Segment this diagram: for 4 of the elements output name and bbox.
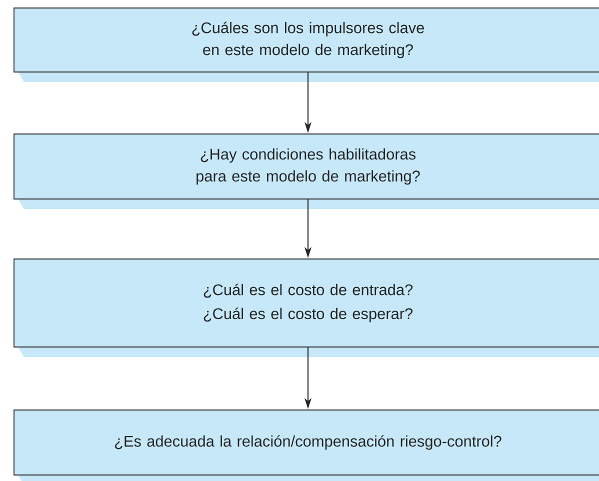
process-box: ¿Es adecuada la relación/compensación riesgo-control?: [14, 410, 599, 481]
process-box: ¿Cuáles son los impulsores clave en este modelo de marketing?: [14, 8, 599, 82]
process-box: ¿Hay condiciones habilitadoras para este modelo de marketing?: [14, 134, 599, 209]
process-box: ¿Cuál es el costo de entrada? ¿Cuál es el costo de esperar?: [14, 258, 599, 357]
